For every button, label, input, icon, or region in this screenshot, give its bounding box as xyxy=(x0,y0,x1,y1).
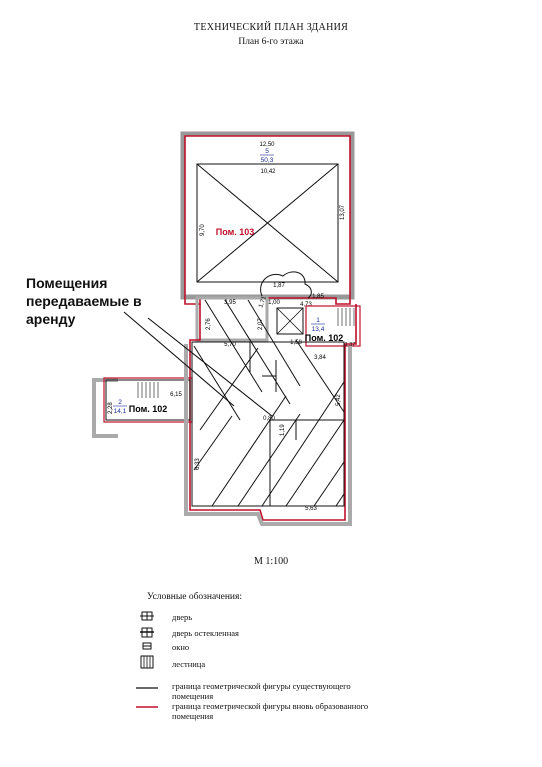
dim-473: 4,73 xyxy=(300,302,312,308)
right-stair-room: 1 13,4 Пом. 102 1,37 3,84 xyxy=(276,305,361,361)
upper-room-area: 50,3 xyxy=(261,157,274,164)
elevator-shaft xyxy=(276,307,304,335)
scale-label: М 1:100 xyxy=(254,556,289,567)
dim-228: 2,28 xyxy=(108,402,114,414)
left-room-area: 14,1 xyxy=(114,408,127,415)
left-room-label: Пом. 102 xyxy=(129,404,168,414)
right-stair-boundary xyxy=(305,305,361,347)
corridor-wall xyxy=(195,296,269,342)
dim-119: 1,19 xyxy=(280,424,286,436)
dim-563: 5,63 xyxy=(305,506,317,512)
right-room-label: Пом. 102 xyxy=(305,333,344,343)
legend-door-symbol xyxy=(140,611,154,621)
left-stair-boundary xyxy=(103,377,193,423)
dim-100: 1,00 xyxy=(268,300,280,306)
lower-office: 0,80 1,19 6,33 5,42 5,63 xyxy=(184,299,352,526)
dim-upper-top: 12,50 xyxy=(259,142,275,148)
dim-615: 6,15 xyxy=(170,392,182,398)
annotation-arrow-1 xyxy=(147,317,273,417)
left-stair-room: 2 14,1 Пом. 102 6,15 2,28 xyxy=(92,377,193,438)
legend-glazed-door-label: дверь остекленная xyxy=(172,628,239,638)
dim-384: 3,84 xyxy=(314,355,326,361)
legend-stairs-label: лестница xyxy=(172,659,206,669)
dim-207: 2,07 xyxy=(258,318,264,330)
rental-annotation: Помещения передаваемые в аренду xyxy=(26,275,142,327)
dim-080: 0,80 xyxy=(263,416,275,422)
right-room-area: 13,4 xyxy=(312,326,325,333)
legend-door-label: дверь xyxy=(172,612,193,622)
dim-171: 1,71 xyxy=(258,295,268,309)
document-subtitle: План 6-го этажа xyxy=(238,37,304,47)
upper-room-inner-frame xyxy=(196,163,339,283)
upper-room-boundary xyxy=(184,135,351,305)
left-stair-steps xyxy=(137,382,159,398)
legend-window-symbol xyxy=(142,642,152,650)
document-title: ТЕХНИЧЕСКИЙ ПЛАН ЗДАНИЯ xyxy=(193,22,349,33)
upper-room: 12,50 5 50,3 10,42 9,70 13,07 Пом. 103 xyxy=(180,131,355,305)
dim-633: 6,33 xyxy=(195,458,201,470)
rotunda-outline xyxy=(260,271,312,299)
dim-570: 5,70 xyxy=(224,342,236,348)
rental-zone-boundary xyxy=(189,304,357,521)
hatching-lines xyxy=(193,299,345,507)
dim-395: 3,95 xyxy=(224,300,236,306)
dim-upper-left: 9,70 xyxy=(200,224,206,236)
right-room-number: 1 xyxy=(316,317,320,324)
dim-upper-right: 13,07 xyxy=(340,204,346,220)
legend-existing-label: граница геометрической фигуры существующ… xyxy=(172,681,351,701)
left-room-number: 2 xyxy=(118,399,122,406)
dim-158: 1,58 xyxy=(290,340,302,346)
annotation-arrow-2 xyxy=(123,311,235,407)
dim-276: 2,76 xyxy=(206,318,212,330)
elevator-diagonal-b xyxy=(276,307,304,335)
dim-185: 1,85 xyxy=(312,294,324,300)
lower-office-frame xyxy=(191,341,345,507)
dim-187: 1,87 xyxy=(273,283,285,289)
right-stair-steps xyxy=(337,308,355,326)
dim-upper-inner: 10,42 xyxy=(260,169,276,175)
left-stair-frame xyxy=(105,379,191,421)
legend-title: Условные обозначения: xyxy=(147,592,243,602)
legend-window-label: окно xyxy=(172,642,190,652)
dim-137: 1,37 xyxy=(345,342,356,348)
legend-new-label: граница геометрической фигуры вновь обра… xyxy=(172,701,369,721)
legend-glazed-door-symbol xyxy=(140,627,154,638)
upper-room-number: 5 xyxy=(265,148,269,155)
lower-office-wall xyxy=(184,344,352,526)
annotation-arrows xyxy=(123,311,273,417)
upper-room-diagonal-b xyxy=(196,163,339,283)
upper-room-label: Пом. 103 xyxy=(216,227,255,237)
rotunda: 1,87 1,85 xyxy=(260,271,324,300)
corridor-zone: 3,95 1,71 1,00 4,73 2,07 2,76 5,70 1,58 xyxy=(189,295,357,521)
legend-stairs-symbol xyxy=(140,655,154,669)
dim-542: 5,42 xyxy=(336,394,342,406)
legend-symbols xyxy=(136,611,158,708)
